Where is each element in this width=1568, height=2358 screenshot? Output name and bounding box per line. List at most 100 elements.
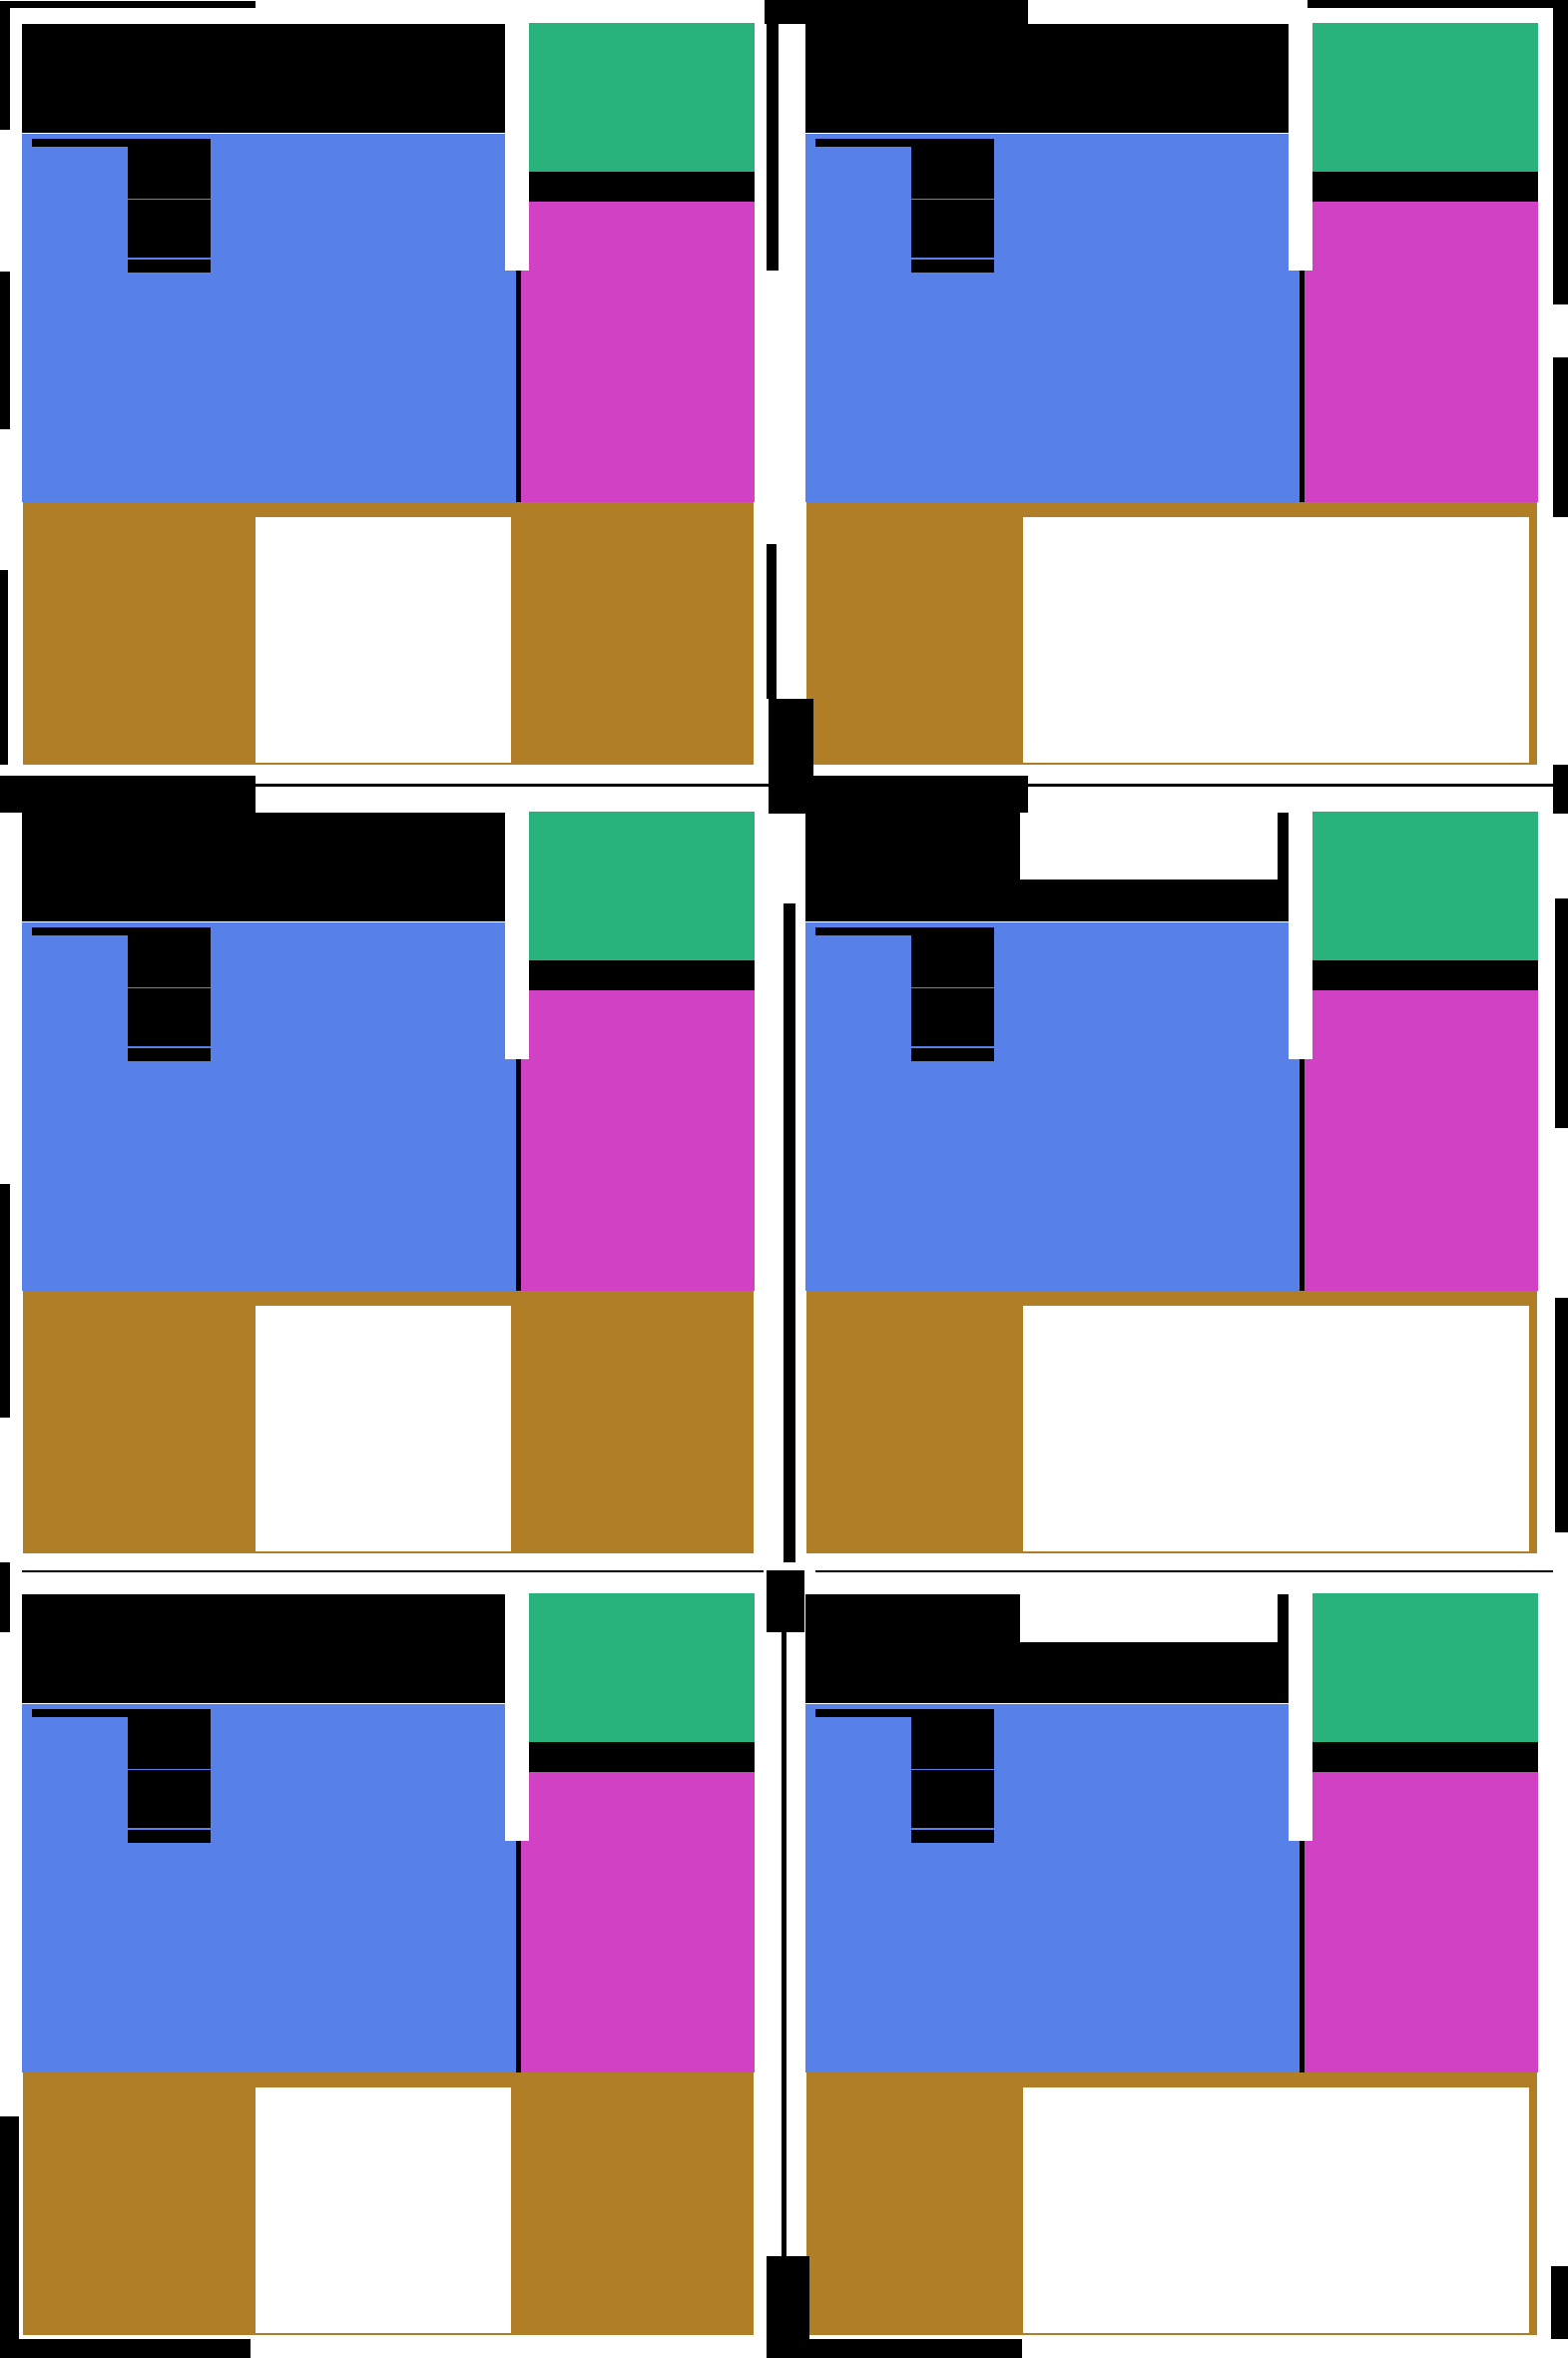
inset-box-3 xyxy=(911,260,994,273)
layout-card-4 xyxy=(794,799,1539,1560)
bg-fragment-gap-6 xyxy=(782,1632,786,2256)
inset-box-3 xyxy=(128,260,211,273)
bg-fragment-top-mid xyxy=(765,0,1028,24)
band-under-green xyxy=(1312,1742,1538,1772)
magenta-lower xyxy=(521,1841,755,2072)
bg-fragment-right-5 xyxy=(1555,1298,1568,1532)
inset-box-3 xyxy=(911,1830,994,1843)
inset-box-1 xyxy=(128,1716,211,1769)
magenta-upper xyxy=(1312,990,1538,1059)
bg-fragment-row23-line-r xyxy=(815,1570,1553,1572)
gold-bar-white-box xyxy=(256,2087,511,2333)
bg-fragment-top-left xyxy=(0,1,256,8)
bg-fragment-gap-4 xyxy=(784,903,795,1562)
green-block xyxy=(529,812,755,960)
inset-bar xyxy=(32,1707,211,1717)
inset-box-1 xyxy=(128,146,211,199)
magenta-upper xyxy=(1312,1772,1538,1841)
bg-fragment-right-3 xyxy=(1553,765,1568,814)
inset-bar xyxy=(815,137,994,147)
inset-box-2 xyxy=(911,1770,994,1828)
magenta-upper xyxy=(529,202,755,271)
divider-line xyxy=(516,271,521,502)
bg-fragment-row12-right xyxy=(784,776,1028,813)
header-block xyxy=(805,24,1289,133)
divider-line xyxy=(516,1059,521,1291)
magenta-upper xyxy=(529,1772,755,1841)
bg-fragment-gap-7 xyxy=(767,2256,809,2358)
band-under-green xyxy=(529,960,755,990)
bg-fragment-right-4 xyxy=(1555,898,1568,1128)
header-block xyxy=(22,24,505,133)
gold-bar-white-box xyxy=(256,517,511,763)
gold-bar-white-box xyxy=(1023,517,1529,763)
green-block xyxy=(1312,23,1538,172)
inset-box-2 xyxy=(911,200,994,258)
magenta-upper xyxy=(529,990,755,1059)
inset-bar xyxy=(32,925,211,935)
green-block xyxy=(529,1593,755,1742)
divider-line xyxy=(1300,1059,1305,1291)
bg-fragment-row12-left xyxy=(0,776,256,813)
header-block xyxy=(22,1594,505,1703)
bg-fragment-top-right xyxy=(1307,0,1553,8)
layout-card-3 xyxy=(11,799,756,1560)
hero-right-sliver xyxy=(505,1059,516,1291)
bg-fragment-gap-2 xyxy=(767,544,777,699)
bg-fragment-row12-line-r xyxy=(1028,784,1553,787)
hero-right-sliver xyxy=(1289,1059,1300,1291)
bg-fragment-gap-1 xyxy=(767,10,779,271)
green-block xyxy=(1312,812,1538,960)
header-block xyxy=(22,813,505,921)
inset-box-1 xyxy=(911,1716,994,1769)
divider-line xyxy=(1300,1841,1305,2072)
inset-bar xyxy=(32,137,211,147)
hero-right-sliver xyxy=(505,1841,516,2072)
inset-box-3 xyxy=(128,1830,211,1843)
hero-block xyxy=(22,1704,505,2072)
bg-fragment-bottom-mid xyxy=(809,2339,1022,2358)
hero-block xyxy=(805,922,1289,1291)
header-notch xyxy=(1020,799,1278,880)
inset-box-2 xyxy=(128,1770,211,1828)
inset-box-2 xyxy=(128,988,211,1046)
band-under-green xyxy=(529,1742,755,1772)
layout-card-5 xyxy=(11,1580,756,2342)
inset-box-2 xyxy=(911,988,994,1046)
bg-fragment-left-5 xyxy=(0,1562,10,1632)
bg-fragment-gap-5 xyxy=(767,1570,804,1632)
magenta-lower xyxy=(521,271,755,502)
hero-right-sliver xyxy=(1289,1841,1300,2072)
magenta-upper xyxy=(1312,202,1538,271)
magenta-lower xyxy=(1305,1841,1538,2072)
hero-right-sliver xyxy=(1289,271,1300,502)
bg-fragment-left-1 xyxy=(0,8,10,130)
layout-card-2 xyxy=(794,10,1539,772)
inset-box-3 xyxy=(911,1048,994,1061)
divider-line xyxy=(1300,271,1305,502)
gold-bar-white-box xyxy=(1023,2087,1529,2333)
band-under-green xyxy=(529,172,755,202)
hero-block xyxy=(22,134,505,502)
inset-box-2 xyxy=(128,200,211,258)
bg-fragment-left-2 xyxy=(0,272,10,429)
hero-block xyxy=(22,922,505,1291)
hero-block xyxy=(805,134,1289,502)
band-under-green xyxy=(1312,172,1538,202)
inset-bar xyxy=(815,1707,994,1717)
inset-box-1 xyxy=(128,934,211,987)
inset-bar xyxy=(815,925,994,935)
inset-box-1 xyxy=(911,146,994,199)
divider-line xyxy=(516,1841,521,2072)
bg-fragment-left-3 xyxy=(0,570,8,765)
bg-fragment-bottom-left xyxy=(0,2339,251,2358)
hero-block xyxy=(805,1704,1289,2072)
bg-fragment-row12-line-l xyxy=(256,784,769,787)
bg-fragment-right-1 xyxy=(1553,0,1568,304)
gold-bar-white-box xyxy=(256,1306,511,1551)
bg-fragment-row23-line-l xyxy=(22,1570,764,1572)
magenta-lower xyxy=(1305,271,1538,502)
bg-fragment-left-6 xyxy=(0,2116,19,2339)
magenta-lower xyxy=(521,1059,755,1291)
